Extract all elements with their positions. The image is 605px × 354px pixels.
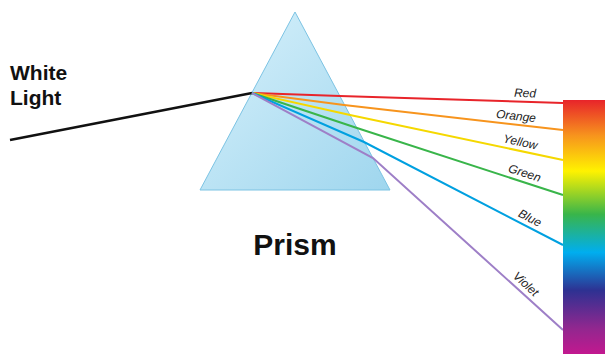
spectrum-bar (563, 100, 605, 354)
prism-triangle (200, 12, 390, 190)
light-label: White Light (10, 60, 90, 110)
spectrum-rays (252, 93, 563, 330)
color-ray (252, 93, 563, 245)
color-ray (252, 93, 563, 330)
color-label: Blue (516, 206, 544, 229)
color-label: Red (514, 85, 536, 100)
color-ray (252, 93, 563, 160)
color-ray (252, 93, 563, 195)
color-label: Green (507, 161, 543, 185)
prism-label: Prism (253, 228, 336, 262)
color-label: Violet (510, 269, 541, 299)
